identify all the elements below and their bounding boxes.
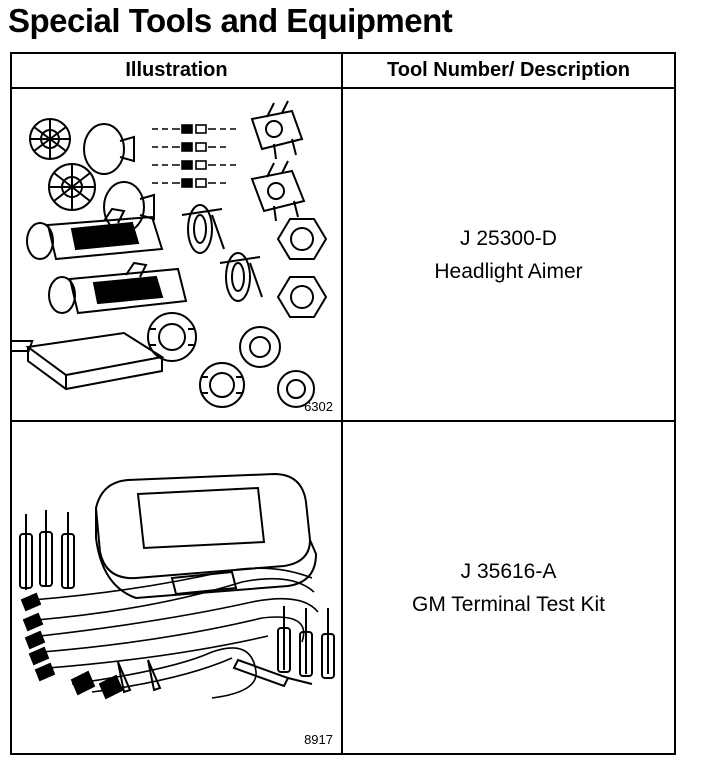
- tool-description: GM Terminal Test Kit: [412, 592, 605, 616]
- aimer-unit-icon: [26, 207, 164, 261]
- tool-description-cell: J 35616-A GM Terminal Test Kit: [341, 420, 676, 755]
- terminal-tool-icon: [232, 658, 313, 688]
- calibration-fixture-icon: [181, 204, 225, 254]
- lens-disc-icon: [29, 118, 71, 160]
- calibration-fixture-icon: [219, 252, 263, 302]
- tool-description-cell: J 25300-D Headlight Aimer: [341, 87, 676, 422]
- storage-tray-icon: [12, 331, 165, 391]
- adapter-ring-icon: [239, 326, 281, 368]
- aimer-unit-icon: [48, 261, 188, 315]
- figure-number: 6302: [304, 399, 333, 414]
- header-tool-number-description: Tool Number/ Description: [341, 52, 676, 89]
- header-illustration: Illustration: [10, 52, 343, 89]
- hex-adapter-icon: [276, 218, 328, 260]
- alligator-clip-icon: [20, 592, 162, 700]
- adapter-pins-icon: [152, 124, 236, 188]
- table-row: 6302 J 25300-D Headlight Aimer: [10, 87, 676, 422]
- illustration-cell: 6302: [10, 87, 343, 422]
- test-probe-icon: [19, 510, 75, 590]
- storage-case-icon: [94, 472, 318, 600]
- test-probe-icon: [277, 606, 335, 679]
- adapter-ring-icon: [147, 312, 197, 362]
- suction-cup-icon: [83, 123, 135, 175]
- table-row: 8917 J 35616-A GM Terminal Test Kit: [10, 420, 676, 755]
- special-tools-table: Illustration Tool Number/ Description: [10, 52, 676, 755]
- tool-description: Headlight Aimer: [434, 259, 583, 283]
- hex-adapter-icon: [276, 276, 328, 318]
- tool-number: J 25300-D: [460, 226, 557, 250]
- mounting-bracket-icon: [250, 100, 304, 160]
- lens-disc-icon: [48, 163, 96, 211]
- page-title: Special Tools and Equipment: [8, 2, 453, 39]
- adapter-ring-icon: [277, 370, 315, 408]
- terminal-test-kit-illustration: [19, 472, 335, 700]
- illustration-cell: 8917: [10, 420, 343, 755]
- test-lead-icon: [31, 567, 319, 699]
- adapter-ring-icon: [199, 362, 245, 408]
- table-header-row: Illustration Tool Number/ Description: [10, 52, 676, 89]
- figure-number: 8917: [304, 732, 333, 747]
- mounting-bracket-icon: [250, 160, 306, 222]
- headlight-aimer-illustration: [12, 100, 328, 408]
- tool-number: J 35616-A: [460, 559, 557, 583]
